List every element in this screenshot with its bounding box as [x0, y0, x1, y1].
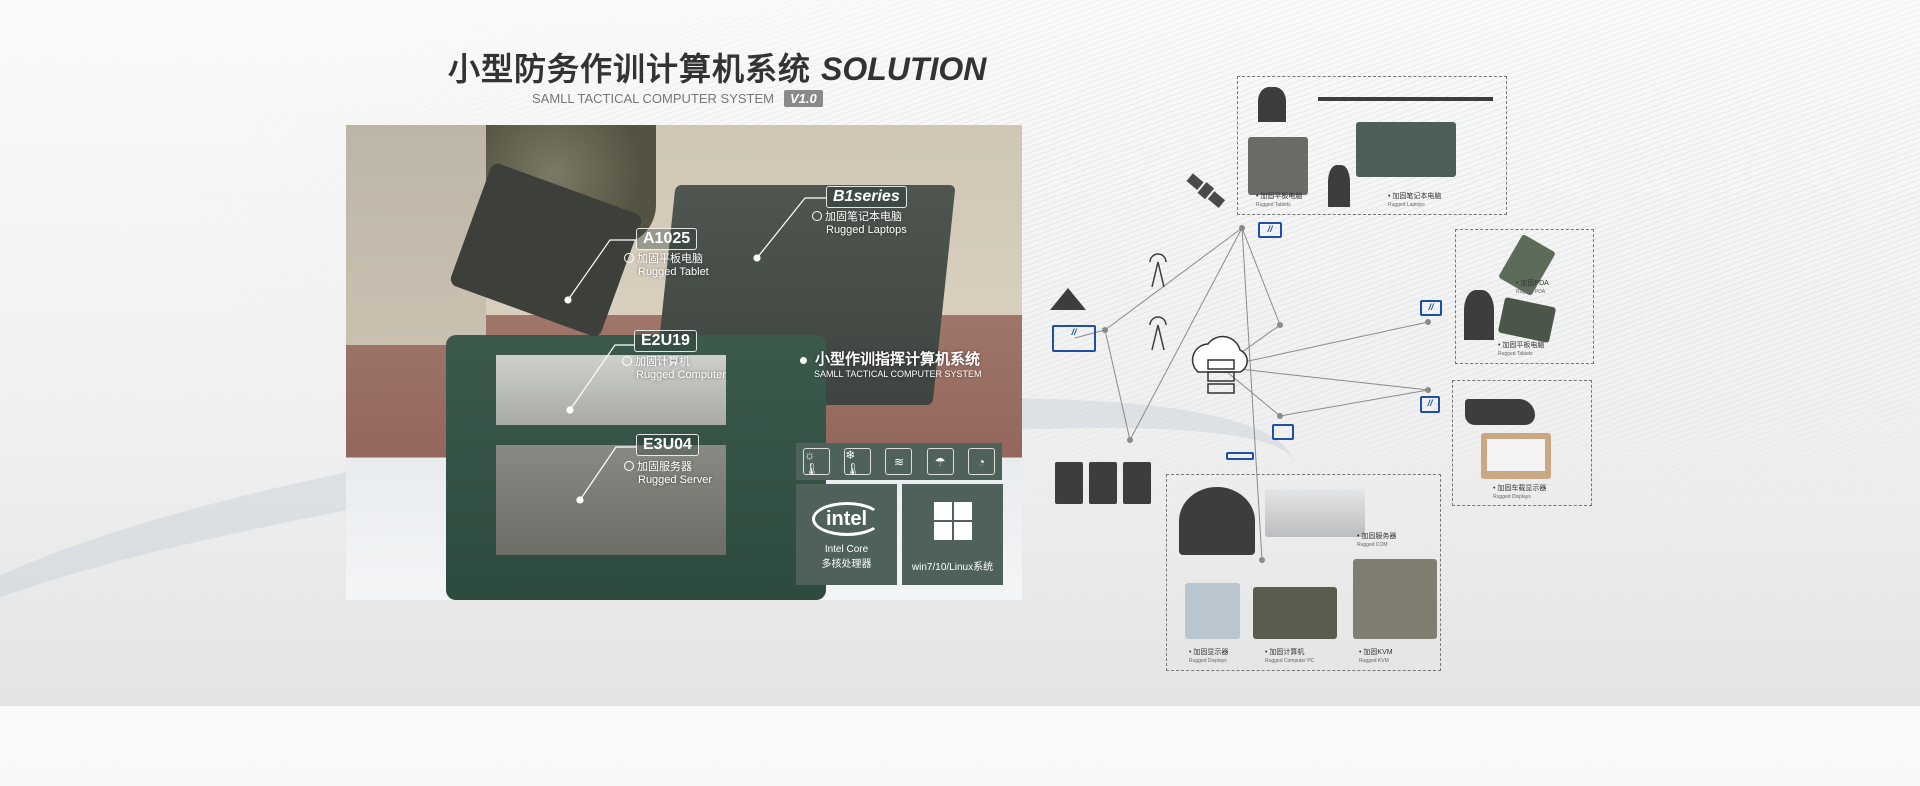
product-photo: [346, 125, 1022, 600]
vehicle-display-image: [1481, 433, 1551, 479]
monitor-node-icon: //: [1420, 300, 1442, 316]
soldiers-icon: [1464, 290, 1494, 340]
rugged-kvm-image: [1353, 559, 1437, 639]
low-temperature-icon: ❄🌡: [844, 448, 872, 476]
tablet-model-tag: A1025: [636, 228, 698, 250]
waterproof-icon: ☂: [926, 448, 954, 475]
rugged-display-image: [1185, 583, 1240, 639]
rugged-server-image: [1265, 489, 1365, 537]
laptop-node-icon: //: [1052, 325, 1096, 352]
laptop-node-icon: //: [1258, 222, 1282, 238]
monitor-node-icon: //: [1420, 396, 1440, 413]
rugged-computer-image: [1253, 587, 1337, 639]
version-badge: V1.0: [784, 90, 823, 107]
feature-icon-row: ☼🌡 ❄🌡 ≋ ☂ ◔: [796, 443, 1002, 480]
computer-model-tag: E2U19: [634, 330, 697, 352]
callout-lines: [0, 0, 1920, 706]
satellite-icon: [1186, 173, 1226, 208]
laptop-model-tag: B1series: [826, 186, 907, 208]
product-icon: [624, 253, 634, 263]
server-model-tag: E3U04: [636, 434, 699, 456]
gauge-icon: ◔: [967, 448, 995, 475]
tent-icon: [1050, 288, 1086, 310]
satellite-truck-icon: [1179, 487, 1255, 555]
vibration-icon: ≋: [885, 448, 913, 475]
rugged-tablet-image: [1497, 296, 1557, 344]
intel-logo: intel: [811, 502, 882, 536]
rugged-tablet-image: [1248, 137, 1308, 195]
robot-dog-icon: [1258, 87, 1286, 122]
radio-tower-icon: [1149, 253, 1167, 351]
armored-vehicle-icon: [1465, 399, 1535, 425]
windows-logo-icon: [933, 502, 972, 540]
product-icon: [812, 211, 822, 221]
product-icon: [622, 356, 632, 366]
wireless-router-icon: [1226, 452, 1254, 460]
soldier-icon: [1328, 165, 1350, 207]
network-lines: [1050, 173, 1431, 563]
rugged-laptop-image: [1356, 122, 1456, 177]
server-tower-icon: [1089, 462, 1117, 504]
drone-icon: [1318, 97, 1493, 101]
server-tower-icon: [1055, 462, 1083, 504]
os-feature: win7/10/Linux系统: [902, 484, 1003, 585]
high-temperature-icon: ☼🌡: [803, 448, 831, 476]
switch-node-icon: [1272, 424, 1294, 440]
cloud-server-icon: [1191, 335, 1248, 394]
product-icon: [624, 461, 634, 471]
server-tower-icon: [1123, 462, 1151, 504]
